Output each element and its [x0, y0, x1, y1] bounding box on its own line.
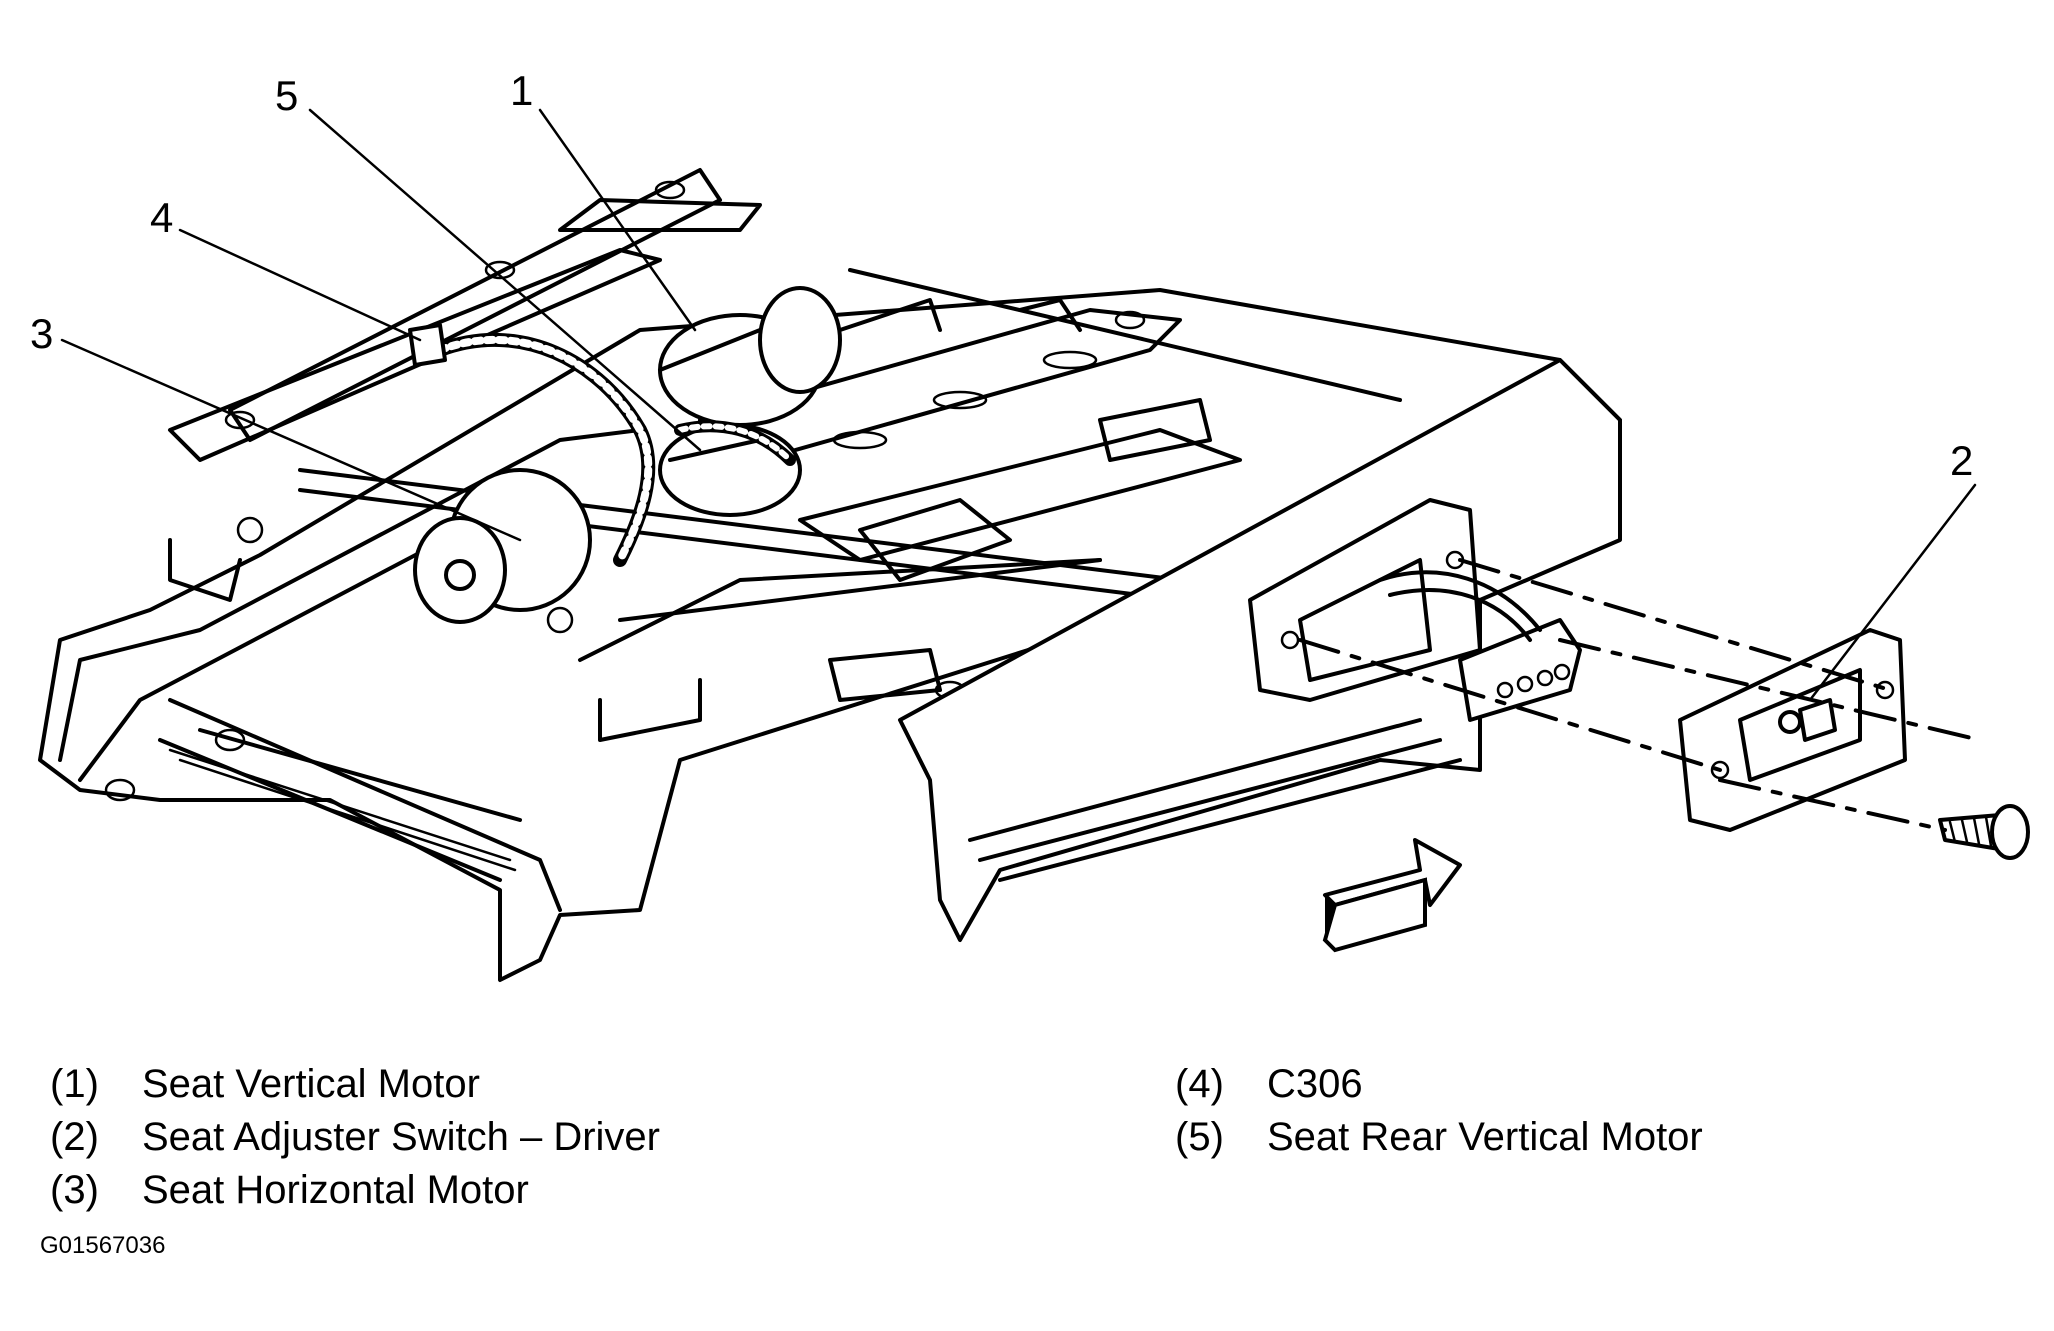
leader-line-2: [1808, 483, 1977, 702]
seat-front-cover: [898, 358, 1622, 942]
leader-line-5: [308, 108, 702, 452]
front-direction-arrow: [1322, 838, 1462, 953]
legend-label: C306: [1267, 1062, 1363, 1106]
legend-item-2: (2) Seat Adjuster Switch – Driver: [50, 1113, 660, 1161]
connector-c306: [1378, 570, 1582, 722]
wiring-harness: [408, 323, 796, 567]
legend-number: (3): [50, 1168, 99, 1212]
seat-adjuster-switch: [1678, 628, 1907, 832]
legend-label: Seat Vertical Motor: [142, 1062, 480, 1106]
legend-number: (4): [1175, 1062, 1224, 1106]
leader-line-3: [60, 338, 522, 542]
legend-item-5: (5) Seat Rear Vertical Motor: [1175, 1113, 1703, 1161]
legend-item-3: (3) Seat Horizontal Motor: [50, 1166, 529, 1214]
legend-item-4: (4) C306: [1175, 1060, 1363, 1108]
legend-number: (2): [50, 1115, 99, 1159]
callout-3: 3: [30, 310, 53, 357]
legend-item-1: (1) Seat Vertical Motor: [50, 1060, 480, 1108]
callout-5: 5: [275, 72, 298, 119]
callout-4: 4: [150, 194, 173, 241]
leader-lines: [60, 108, 1977, 702]
figure-id: G01567036: [40, 1232, 166, 1259]
callout-2: 2: [1950, 437, 1973, 484]
leader-line-4: [178, 228, 422, 342]
legend-label: Seat Rear Vertical Motor: [1267, 1115, 1703, 1159]
mounting-screw: [1938, 804, 2030, 860]
legend-label: Seat Horizontal Motor: [142, 1168, 529, 1212]
seat-rear-vertical-motor: [658, 423, 802, 517]
alignment-lines: [1298, 558, 1982, 832]
callout-1: 1: [510, 67, 533, 114]
leader-line-1: [538, 108, 697, 332]
legend-label: Seat Adjuster Switch – Driver: [142, 1115, 660, 1159]
legend-number: (1): [50, 1062, 99, 1106]
seat-adjuster-diagram: 1 2 3 4 5: [30, 67, 2030, 982]
legend-number: (5): [1175, 1115, 1224, 1159]
seat-frame: [38, 168, 1622, 982]
seat-vertical-motor: [658, 286, 842, 427]
